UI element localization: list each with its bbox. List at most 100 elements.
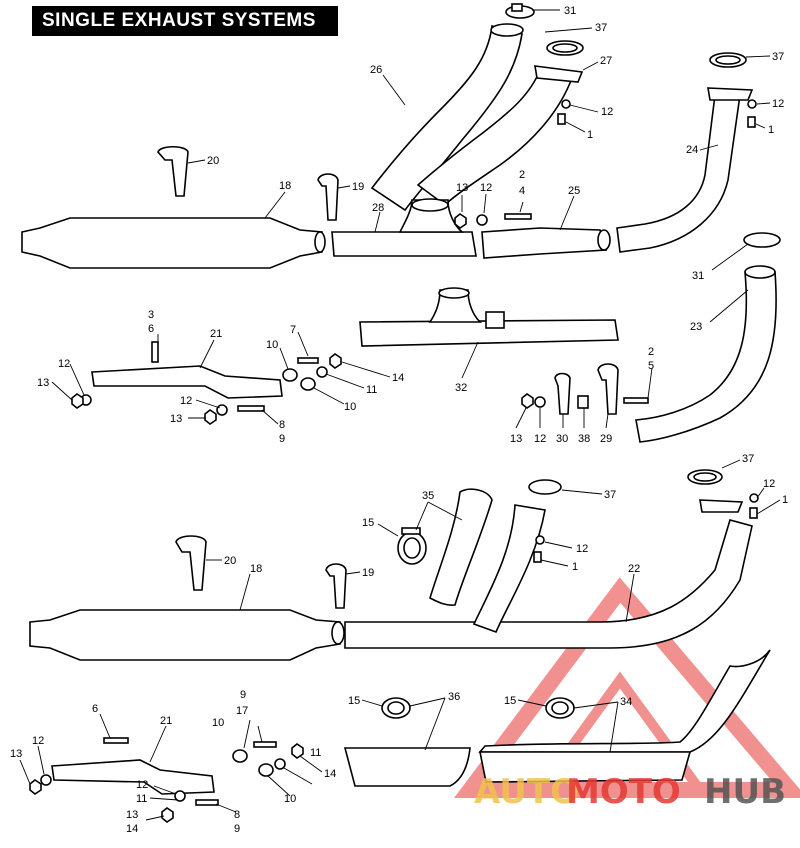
bolt-17 — [253, 741, 277, 748]
washer-12-c — [476, 214, 488, 226]
bracket-19-b — [325, 563, 347, 609]
callout-21: 21 — [210, 328, 222, 340]
callout-13: 13 — [510, 433, 522, 445]
callout-37: 37 — [604, 489, 616, 501]
mount-bracket-21-b — [51, 759, 215, 795]
callout-14: 14 — [392, 372, 404, 384]
hose-clamp-15-a — [397, 527, 427, 565]
callout-1: 1 — [782, 494, 788, 506]
callout-11: 11 — [366, 384, 377, 396]
nut-13-d — [521, 393, 534, 409]
callout-20: 20 — [224, 555, 236, 567]
clamp-31-b — [743, 232, 781, 248]
pipe-26-end — [490, 23, 524, 37]
watermark-word-moto: MOTO — [566, 772, 681, 812]
exhaust-pipe-23 — [635, 271, 777, 443]
callout-31: 31 — [692, 270, 704, 282]
callout-38: 38 — [578, 433, 590, 445]
callout-22: 22 — [628, 563, 640, 575]
callout-15: 15 — [362, 517, 374, 529]
spacer-10-d — [258, 763, 274, 777]
gasket-37-c — [687, 469, 723, 485]
spacer-38 — [577, 395, 589, 409]
callout-10: 10 — [284, 793, 296, 805]
callout-13: 13 — [37, 377, 49, 389]
clamp-31-top — [505, 3, 535, 19]
spacer-10-b — [300, 377, 316, 391]
callout-11: 11 — [310, 747, 321, 759]
callout-1: 1 — [768, 124, 774, 136]
callout-26: 26 — [370, 64, 382, 76]
pipe-27-flange — [534, 65, 584, 83]
callout-12: 12 — [534, 433, 546, 445]
crossover-pipe-32 — [359, 287, 619, 347]
callout-24: 24 — [686, 144, 698, 156]
washer-12-b — [747, 99, 757, 109]
callout-12: 12 — [480, 182, 492, 194]
bolt-1-d — [533, 551, 542, 563]
washer-11-a — [316, 366, 328, 378]
bolt-8-b — [195, 799, 219, 806]
exhaust-pipe-22 — [344, 519, 753, 649]
clamp-29 — [597, 363, 619, 415]
bolt-2-a — [504, 213, 532, 220]
nut-13-b — [71, 393, 84, 409]
callout-12: 11 — [136, 793, 147, 805]
callout-4: 4 — [519, 185, 525, 197]
heat-shield-36 — [343, 697, 471, 787]
watermark-word-hub: HUB — [704, 772, 786, 812]
callout-14: 14 — [126, 823, 138, 835]
callout-15: 15 — [504, 695, 516, 707]
callout-1: 1 — [572, 561, 578, 573]
callout-21: 21 — [160, 715, 172, 727]
bolt-1-b — [747, 116, 756, 128]
washer-12-f — [534, 396, 546, 408]
nut-13-e — [29, 779, 42, 795]
pipe-22-flange — [699, 499, 744, 513]
callout-labels-top: 31 37 26 27 12 1 37 12 1 24 20 18 19 13 … — [37, 5, 784, 445]
watermark-text: AUTO MOTO HUB — [474, 772, 786, 812]
crossover-pipe-28 — [331, 198, 477, 257]
callout-11: 12 — [136, 779, 148, 791]
callout-12: 12 — [32, 735, 44, 747]
callout-1: 1 — [587, 129, 593, 141]
callout-9: 9 — [240, 689, 246, 701]
callout-37: 37 — [595, 22, 607, 34]
callout-3: 3 — [148, 309, 154, 321]
callout-36: 36 — [448, 691, 460, 703]
callout-6: 6 — [148, 323, 154, 335]
callout-30: 30 — [556, 433, 568, 445]
exhaust-pipe-front — [472, 504, 546, 634]
hose-clamp-15-c — [545, 697, 575, 719]
exhaust-pipe-25 — [481, 227, 608, 259]
callout-13: 13 — [170, 413, 182, 425]
exhaust-pipe-24 — [616, 94, 741, 253]
gasket-37-d — [528, 479, 562, 495]
callout-23: 23 — [690, 321, 702, 333]
callout-8: 8 — [234, 809, 240, 821]
callout-29: 29 — [600, 433, 612, 445]
watermark-logo — [454, 577, 800, 798]
nut-14-a — [329, 353, 342, 369]
callout-18: 18 — [250, 563, 262, 575]
callout-10: 10 — [212, 717, 224, 729]
bolt-7 — [297, 357, 319, 364]
callout-9: 9 — [279, 433, 285, 445]
watermark-word-auto: AUTO — [474, 772, 579, 812]
muffler-18-b — [29, 609, 345, 661]
bolt-1-c — [749, 507, 758, 519]
mount-bracket-21-a — [91, 365, 283, 399]
bracket-20-a — [157, 145, 189, 197]
nut-14-b — [291, 743, 304, 759]
callout-15: 15 — [348, 695, 360, 707]
exhaust-pipe-26 — [370, 24, 523, 212]
callout-34: 34 — [620, 696, 632, 708]
callout-20: 20 — [207, 155, 219, 167]
washer-11-b — [274, 758, 286, 770]
callout-19: 19 — [362, 567, 374, 579]
callout-12: 12 — [763, 478, 775, 490]
callout-14: 14 — [324, 768, 336, 780]
hose-clamp-15-b — [381, 697, 411, 719]
spacer-10-a — [282, 368, 298, 382]
